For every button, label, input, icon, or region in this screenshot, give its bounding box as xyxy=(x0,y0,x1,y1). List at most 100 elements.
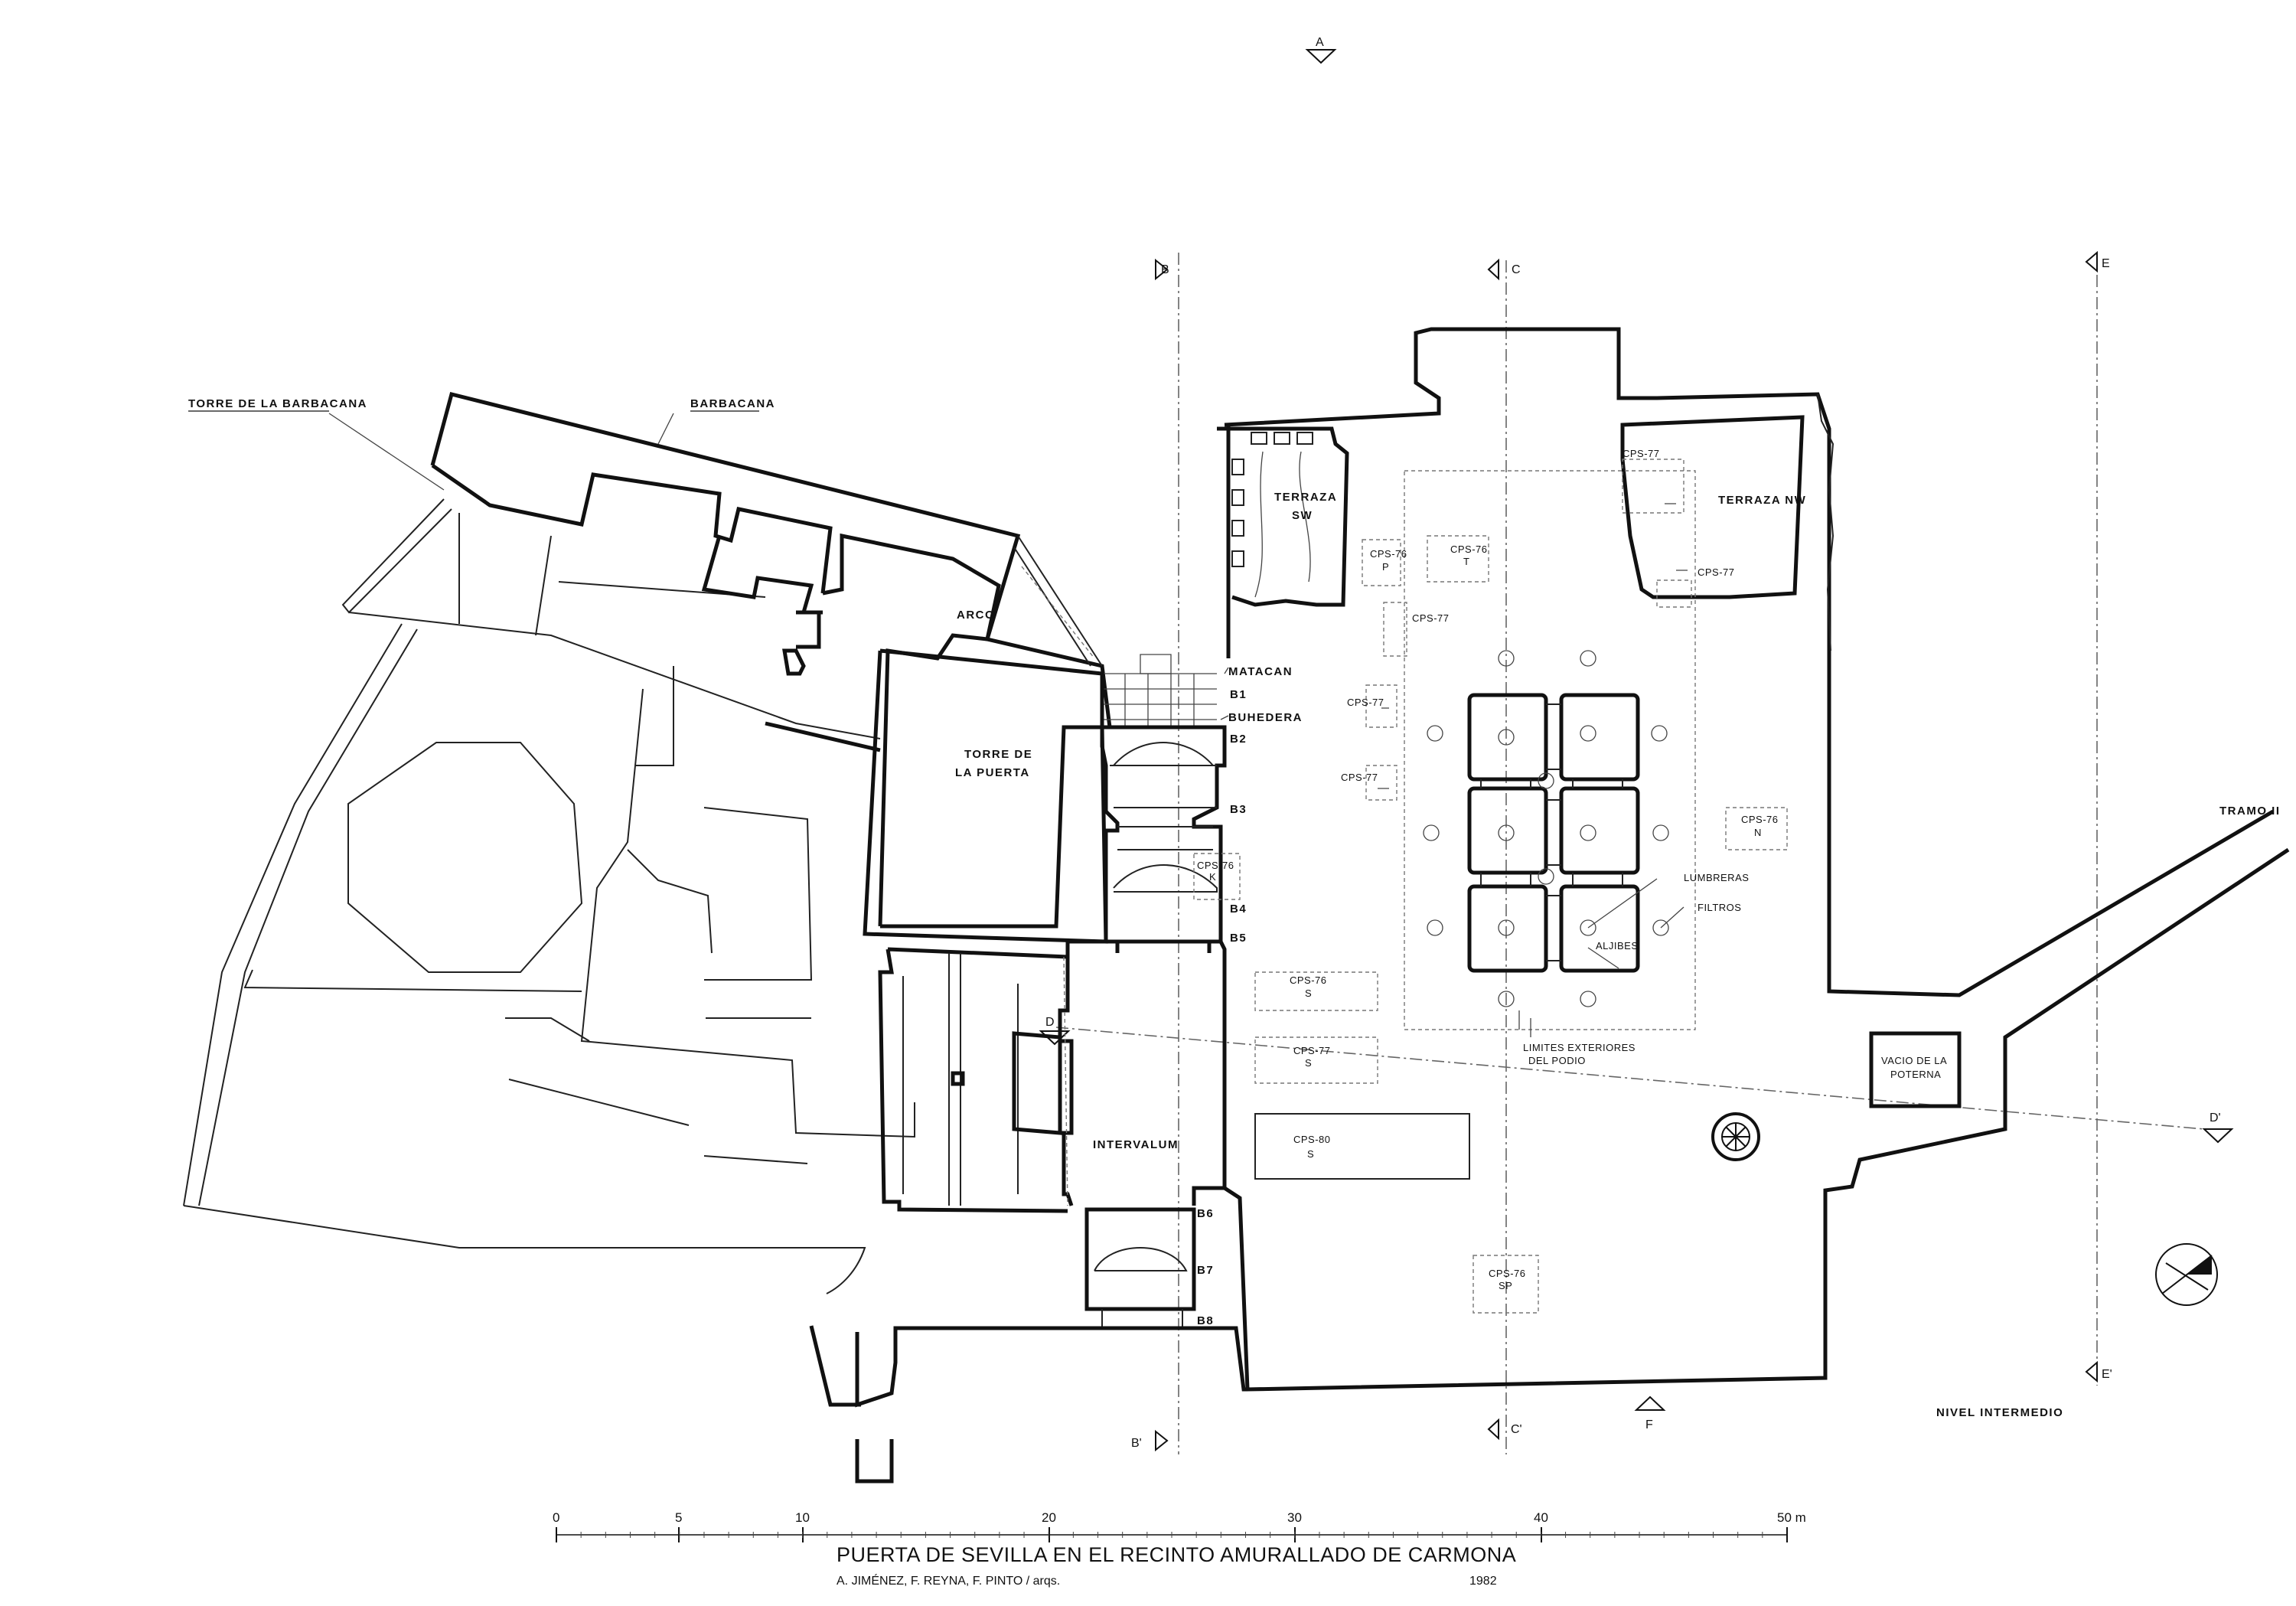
cps-label: CPS-77 xyxy=(1623,448,1660,459)
cps-label: S xyxy=(1307,1148,1314,1160)
label-aljibes: ALJIBES xyxy=(1596,940,1639,952)
label-vacio-1: VACIO DE LA xyxy=(1881,1055,1947,1066)
label-terraza-nw: TERRAZA NW xyxy=(1718,494,1806,507)
cps-label: S xyxy=(1305,1057,1312,1069)
cps-label: P xyxy=(1382,561,1389,573)
label-filtros: FILTROS xyxy=(1698,902,1741,913)
cps-label: T xyxy=(1463,556,1469,567)
south-tower xyxy=(809,1207,1247,1484)
section-label-e: E xyxy=(2102,257,2110,270)
leader-barbacana xyxy=(657,413,674,445)
section-line-d: D D' xyxy=(1039,1016,2234,1144)
spiral-well xyxy=(1711,1112,1760,1161)
podium-limit xyxy=(1404,470,1696,1030)
cps-label: CPS-77 xyxy=(1412,612,1450,624)
west-exterior-outline xyxy=(183,498,915,1294)
scale-tick-label: 0 xyxy=(553,1510,559,1525)
cps-label: CPS-77 xyxy=(1347,697,1384,708)
arco-diagonal-wall xyxy=(1017,535,1103,667)
citadel-main-wall xyxy=(1223,327,2290,1392)
label-torre-barbacana: TORRE DE LA BARBACANA xyxy=(188,397,367,410)
cps-label: N xyxy=(1754,827,1762,838)
poterna-void xyxy=(1869,1031,1962,1108)
barbacana-wall xyxy=(430,391,1112,929)
lumbreras-filtros xyxy=(1423,650,1684,1030)
cps-label: CPS-76 xyxy=(1741,814,1779,825)
scale-tick-label: 20 xyxy=(1042,1510,1056,1525)
label-buhedera: BUHEDERA xyxy=(1228,711,1303,724)
leader-torre-barbacana xyxy=(328,413,445,491)
section-line-c: C C' xyxy=(1487,258,1522,1454)
bay-label: B5 xyxy=(1230,932,1247,945)
bay-label: B1 xyxy=(1230,688,1247,701)
label-lumbreras: LUMBRERAS xyxy=(1684,872,1749,883)
section-line-b: B B' xyxy=(1131,253,1179,1454)
intervalum-structure xyxy=(878,939,1227,1213)
cps-label: CPS-77 xyxy=(1341,772,1378,783)
torre-de-la-puerta xyxy=(863,648,1108,944)
scale-bar: 0 5 10 20 30 40 50 m xyxy=(553,1510,1806,1542)
section-label-f: F xyxy=(1645,1418,1653,1431)
gate-passage xyxy=(1100,654,1227,953)
label-nivel: NIVEL INTERMEDIO xyxy=(1936,1406,2063,1419)
scale-tick-label: 10 xyxy=(795,1510,810,1525)
drawing-title: PUERTA DE SEVILLA EN EL RECINTO AMURALLA… xyxy=(837,1543,1516,1566)
section-label-d-prime: D' xyxy=(2210,1111,2221,1125)
aljibes-cisterns xyxy=(1467,693,1640,973)
label-limites-1: LIMITES EXTERIORES xyxy=(1523,1042,1636,1053)
label-torre-puerta-2: LA PUERTA xyxy=(955,766,1030,779)
section-label-c-prime: C' xyxy=(1511,1423,1522,1436)
cps-label: K xyxy=(1209,871,1216,883)
section-label-b-prime: B' xyxy=(1131,1437,1142,1450)
cps-label: CPS-76 xyxy=(1370,548,1407,560)
cps-label: CPS-76 xyxy=(1197,860,1234,871)
scale-tick-label: 40 xyxy=(1534,1510,1548,1525)
north-arrow xyxy=(2155,1243,2218,1306)
label-arco: ARCO xyxy=(957,609,995,622)
bay-label: B4 xyxy=(1230,903,1247,916)
label-terraza-sw-2: SW xyxy=(1292,509,1313,522)
label-barbacana: BARBACANA xyxy=(690,397,775,410)
bay-label: B3 xyxy=(1230,803,1247,816)
label-torre-puerta-1: TORRE DE xyxy=(964,748,1032,761)
label-tramo: TRAMO II xyxy=(2219,805,2281,818)
section-label-c: C xyxy=(1512,263,1521,276)
cps-label: SP xyxy=(1499,1280,1512,1291)
section-label-b: B xyxy=(1161,263,1169,276)
cps-label: CPS-77 xyxy=(1293,1045,1331,1056)
bay-label: B7 xyxy=(1197,1264,1214,1277)
section-label-d: D xyxy=(1045,1016,1055,1029)
bay-label: B8 xyxy=(1197,1314,1214,1327)
cps-label: S xyxy=(1305,987,1312,999)
scale-tick-label: 30 xyxy=(1287,1510,1302,1525)
cps-label: CPS-76 xyxy=(1489,1268,1526,1279)
bay-label: B2 xyxy=(1230,733,1247,746)
section-label-a: A xyxy=(1316,36,1324,49)
drawing-year: 1982 xyxy=(1469,1575,1497,1588)
label-terraza-sw-1: TERRAZA xyxy=(1274,491,1337,504)
label-matacan: MATACAN xyxy=(1228,665,1293,678)
labels: TORRE DE LA BARBACANA BARBACANA ARCO TOR… xyxy=(188,397,2281,1419)
section-marker-a: A xyxy=(1305,36,1337,64)
cps-label: CPS-76 xyxy=(1450,543,1488,555)
section-marker-f: F xyxy=(1634,1395,1666,1431)
cps-labels: CPS-77 CPS-77 CPS-76 P CPS-76 T CPS-77 C… xyxy=(1197,448,1779,1291)
scale-tick-label: 50 m xyxy=(1777,1510,1806,1525)
section-label-e-prime: E' xyxy=(2102,1368,2112,1381)
terraza-nw xyxy=(1620,415,1805,599)
cps-label: CPS-76 xyxy=(1290,974,1327,986)
bay-labels: B1 B2 B3 B4 B5 B6 B7 B8 xyxy=(1197,688,1247,1327)
drawing-authors: A. JIMÉNEZ, F. REYNA, F. PINTO / arqs. xyxy=(837,1573,1060,1588)
cps-boxes xyxy=(1193,459,1788,1314)
cps-label: CPS-80 xyxy=(1293,1134,1331,1145)
scale-tick-label: 5 xyxy=(675,1510,682,1525)
cps-label: CPS-77 xyxy=(1698,566,1735,578)
label-vacio-2: POTERNA xyxy=(1890,1069,1941,1080)
bay-label: B6 xyxy=(1197,1207,1214,1220)
label-intervalum: INTERVALUM xyxy=(1093,1138,1179,1151)
octagon-structure xyxy=(347,742,583,973)
terraza-sw xyxy=(1217,425,1349,658)
label-limites-2: DEL PODIO xyxy=(1528,1055,1586,1066)
section-line-e: E E' xyxy=(2085,250,2112,1386)
